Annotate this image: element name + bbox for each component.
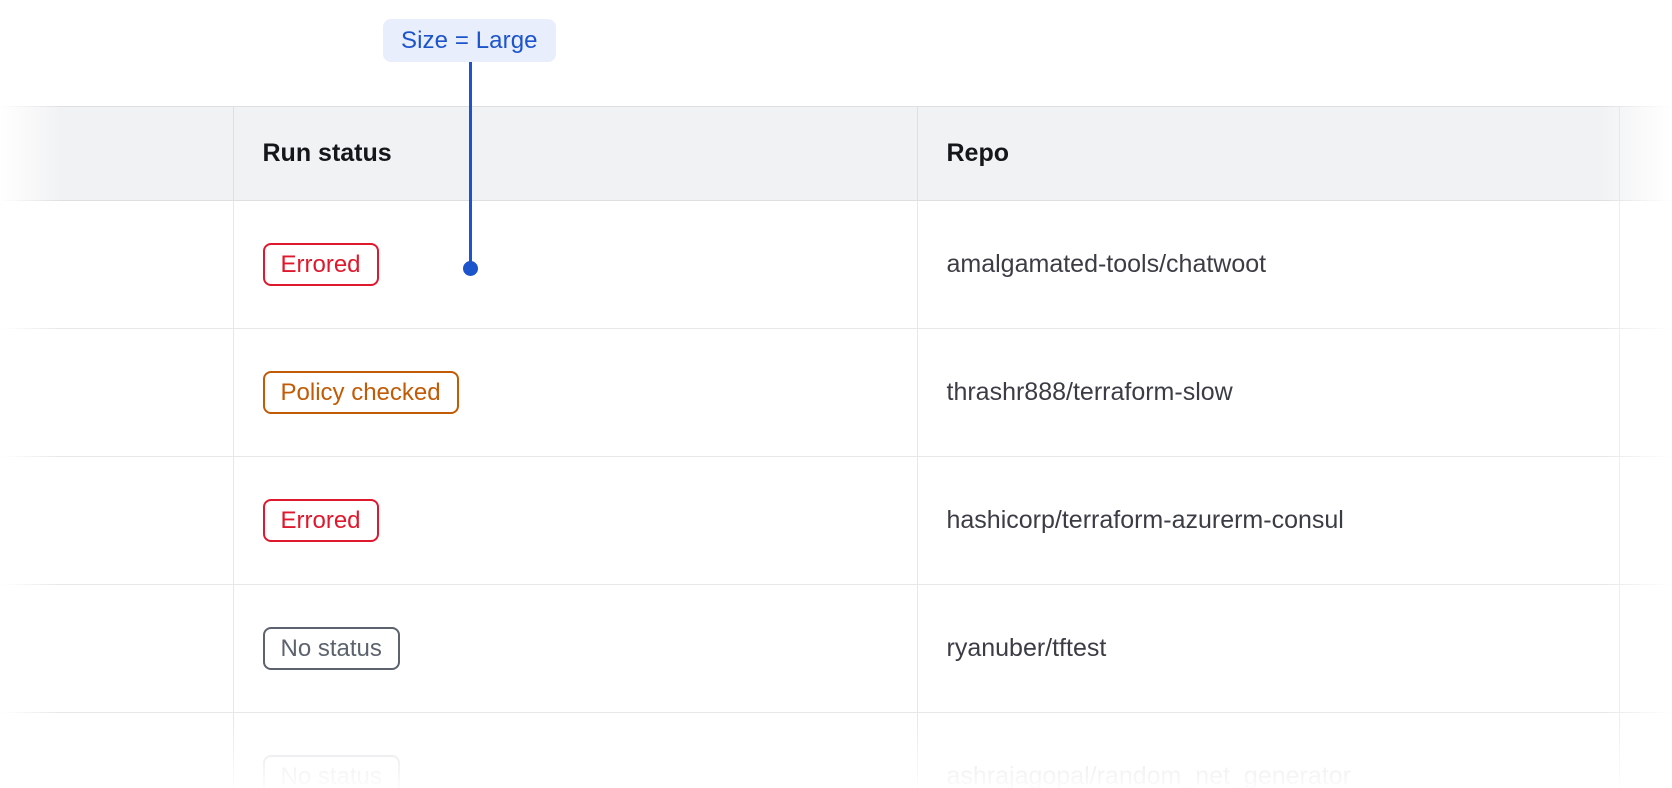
row-status-cell: Errored — [233, 456, 918, 585]
table-row[interactable]: Errored amalgamated-tools/chatwoot — [0, 200, 1672, 329]
row-select-cell[interactable] — [0, 456, 234, 585]
status-badge[interactable]: Errored — [262, 243, 379, 286]
row-repo-cell[interactable]: hashicorp/terraform-azurerm-consul — [917, 456, 1620, 585]
row-extra-cell — [1619, 712, 1672, 788]
column-header-select[interactable] — [0, 106, 234, 201]
row-repo-cell[interactable]: thrashr888/terraform-slow — [917, 328, 1620, 457]
runs-table: Run status Repo Errored amalgamated-tool… — [0, 106, 1672, 788]
row-status-cell: No status — [233, 584, 918, 713]
row-status-cell: Errored — [233, 200, 918, 329]
row-extra-cell — [1619, 328, 1672, 457]
table-header-row: Run status Repo — [0, 106, 1672, 201]
row-select-cell[interactable] — [0, 712, 234, 788]
row-extra-cell — [1619, 200, 1672, 329]
row-extra-cell — [1619, 456, 1672, 585]
row-status-cell: Policy checked — [233, 328, 918, 457]
status-badge[interactable]: No status — [262, 627, 400, 670]
annotation-label: Size = Large — [383, 19, 556, 62]
row-select-cell[interactable] — [0, 328, 234, 457]
row-status-cell: No status — [233, 712, 918, 788]
table-row[interactable]: No status ryanuber/tftest — [0, 584, 1672, 713]
table-header: Run status Repo — [0, 106, 1672, 201]
table-row[interactable]: Errored hashicorp/terraform-azurerm-cons… — [0, 456, 1672, 585]
status-badge[interactable]: Errored — [262, 499, 379, 542]
row-repo-cell[interactable]: ryanuber/tftest — [917, 584, 1620, 713]
status-badge[interactable]: Policy checked — [262, 371, 459, 414]
table-body: Errored amalgamated-tools/chatwoot Polic… — [0, 200, 1672, 788]
column-header-run-status[interactable]: Run status — [233, 106, 918, 201]
table-row[interactable]: Policy checked thrashr888/terraform-slow — [0, 328, 1672, 457]
row-select-cell[interactable] — [0, 200, 234, 329]
row-repo-cell[interactable]: amalgamated-tools/chatwoot — [917, 200, 1620, 329]
column-header-extra[interactable] — [1619, 106, 1672, 201]
row-repo-cell[interactable]: ashrajagopal/random_net_generator — [917, 712, 1620, 788]
row-extra-cell — [1619, 584, 1672, 713]
runs-table-container: Run status Repo Errored amalgamated-tool… — [0, 106, 1672, 788]
column-header-repo[interactable]: Repo — [917, 106, 1620, 201]
status-badge[interactable]: No status — [262, 755, 400, 788]
table-row[interactable]: No status ashrajagopal/random_net_genera… — [0, 712, 1672, 788]
row-select-cell[interactable] — [0, 584, 234, 713]
